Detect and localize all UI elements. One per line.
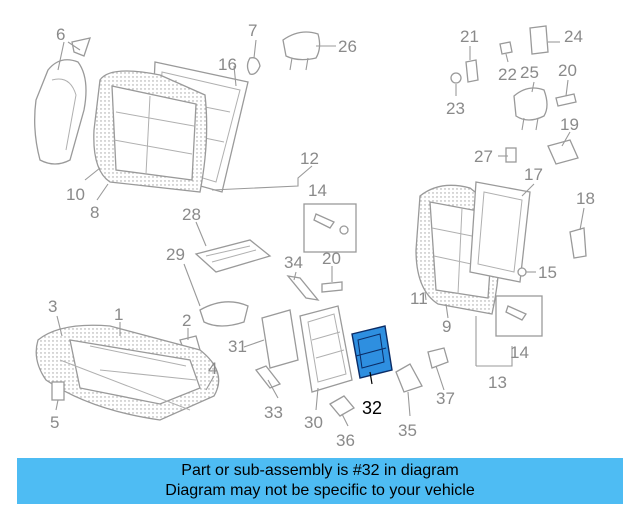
callout-labels: 6 7 26 16 10 8 12 14 28 29 34 20 2 3 1 4… [48, 21, 595, 450]
callout-33: 33 [264, 403, 283, 422]
part-32-highlighted[interactable] [351, 325, 393, 385]
callout-37: 37 [436, 389, 455, 408]
part-20-rod-upper [555, 93, 577, 107]
part-24-cover [529, 25, 549, 55]
callout-25: 25 [520, 63, 539, 82]
part-26-head-guide [282, 31, 321, 71]
part-21-guide [465, 59, 479, 83]
part-6-side-bolster [34, 37, 91, 165]
part-33-trim [254, 365, 282, 389]
callout-29: 29 [166, 245, 185, 264]
part-14-bolt-kit-upper [303, 203, 357, 253]
callout-15: 15 [538, 263, 557, 282]
part-15-pin [517, 267, 527, 277]
info-banner: Part or sub-assembly is #32 in diagram D… [17, 458, 623, 504]
part-34-strip [286, 275, 320, 301]
leader-lines [55, 39, 585, 427]
part-23-washer [450, 72, 462, 84]
callout-2: 2 [182, 311, 191, 330]
callout-27: 27 [474, 147, 493, 166]
callout-36: 36 [336, 431, 355, 450]
part-29-cup-holder [199, 301, 249, 327]
part-7-clip [246, 57, 261, 75]
callout-16: 16 [218, 55, 237, 74]
part-25-headrest [513, 87, 548, 131]
callout-34: 34 [284, 253, 303, 272]
callout-14-upper: 14 [308, 181, 327, 200]
callout-12: 12 [300, 149, 319, 168]
callout-28: 28 [182, 205, 201, 224]
part-22-clip [499, 41, 513, 55]
callout-32: 32 [362, 398, 382, 418]
callout-4: 4 [208, 359, 217, 378]
part-19-latch [547, 139, 579, 165]
callout-30: 30 [304, 413, 323, 432]
callout-22: 22 [498, 65, 517, 84]
callout-20-upper: 20 [558, 61, 577, 80]
part-5-latch [51, 381, 65, 401]
callout-18: 18 [576, 189, 595, 208]
callout-6: 6 [56, 25, 65, 44]
banner-line-2: Diagram may not be specific to your vehi… [165, 482, 475, 499]
callout-26: 26 [338, 37, 357, 56]
part-18-hook [569, 227, 587, 259]
callout-24: 24 [564, 27, 583, 46]
callout-21: 21 [460, 27, 479, 46]
callout-17: 17 [524, 165, 543, 184]
callout-20-lower: 20 [322, 249, 341, 268]
part-30-frame [299, 305, 353, 393]
part-28-armrest [194, 239, 272, 273]
callout-9: 9 [442, 317, 451, 336]
part-35-hinge [395, 363, 423, 393]
part-27-bushing [505, 147, 517, 163]
callout-14-lower: 14 [510, 343, 529, 362]
callout-13: 13 [488, 373, 507, 392]
part-37-bracket [427, 347, 449, 369]
part-14-bolt-kit-lower [495, 295, 543, 337]
callout-7: 7 [248, 21, 257, 40]
callout-11: 11 [410, 289, 428, 308]
part-31-panel [261, 309, 299, 369]
part-8-seatback-cushion [93, 70, 208, 193]
part-20-rod-lower [321, 281, 343, 293]
callout-31: 31 [228, 337, 247, 356]
callout-3: 3 [48, 297, 57, 316]
callout-19: 19 [560, 115, 579, 134]
callout-35: 35 [398, 421, 417, 440]
part-17-frame-right [469, 181, 531, 283]
callout-5: 5 [50, 413, 59, 432]
callout-10: 10 [66, 185, 85, 204]
part-1-seat-cushion [35, 324, 220, 421]
part-36-cover [329, 395, 355, 417]
callout-8: 8 [90, 203, 99, 222]
banner-line-1: Part or sub-assembly is #32 in diagram [181, 462, 459, 479]
callout-1: 1 [114, 305, 123, 324]
callout-23: 23 [446, 99, 465, 118]
